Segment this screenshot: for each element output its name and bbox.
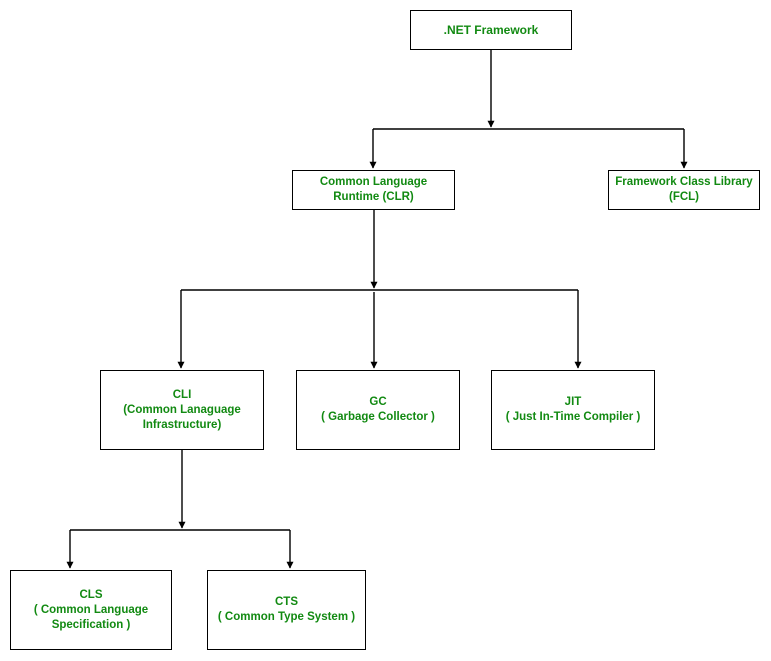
node-garbage-collector[interactable]: GC ( Garbage Collector ) [296,370,460,450]
node-common-language-runtime[interactable]: Common Language Runtime (CLR) [292,170,455,210]
node-label-dotnet-framework: .NET Framework [443,22,539,37]
node-label-common-type-system: CTS ( Common Type System ) [217,596,356,623]
node-label-common-lanaguage-infrastructure: CLI (Common Lanaguage Infrastructure) [123,388,241,431]
node-label-common-language-specification: CLS ( Common Language Specification ) [33,588,149,631]
node-common-type-system[interactable]: CTS ( Common Type System ) [207,570,366,650]
node-framework-class-library[interactable]: Framework Class Library (FCL) [608,170,760,210]
node-dotnet-framework[interactable]: .NET Framework [410,10,572,50]
node-label-common-language-runtime: Common Language Runtime (CLR) [319,176,428,203]
node-label-just-in-time-compiler: JIT ( Just In-Time Compiler ) [505,396,641,423]
node-common-lanaguage-infrastructure[interactable]: CLI (Common Lanaguage Infrastructure) [100,370,264,450]
node-just-in-time-compiler[interactable]: JIT ( Just In-Time Compiler ) [491,370,655,450]
node-label-framework-class-library: Framework Class Library (FCL) [615,176,753,203]
node-common-language-specification[interactable]: CLS ( Common Language Specification ) [10,570,172,650]
node-label-garbage-collector: GC ( Garbage Collector ) [321,396,435,423]
